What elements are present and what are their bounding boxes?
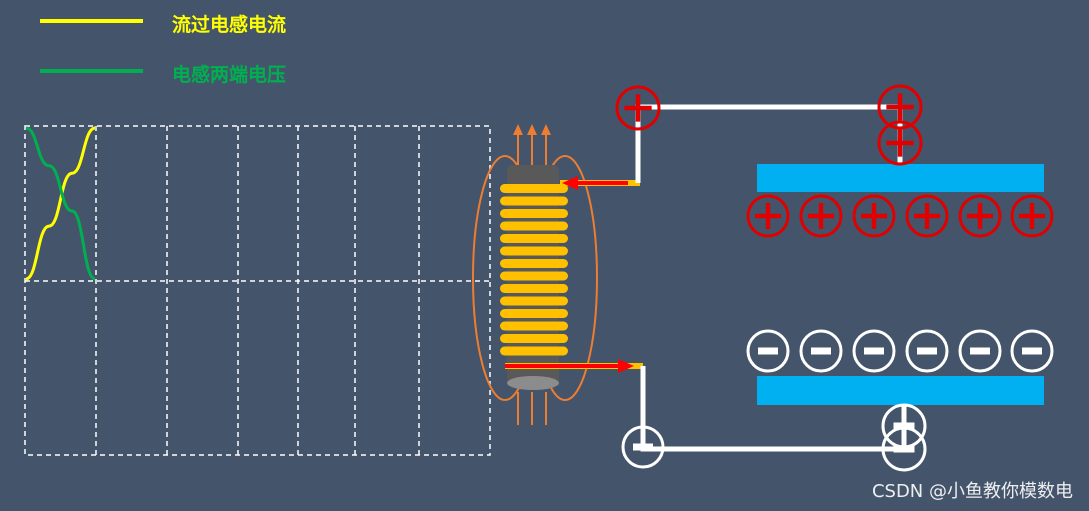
plate-negative-charge: [905, 329, 949, 373]
plate-positive-charge: [746, 194, 790, 238]
watermark: CSDN @小鱼教你模数电: [871, 481, 1073, 502]
capacitor-bottom-plate: [757, 376, 1044, 405]
plate-positive-charge: [1010, 194, 1054, 238]
current-arrow-top: [562, 176, 628, 190]
wire-negative-charge: [881, 426, 927, 472]
plate-negative-charge: [958, 329, 1002, 373]
wire-negative-charge: [621, 425, 665, 469]
coil-turn: [500, 209, 568, 218]
coil-turn: [500, 221, 568, 231]
current-arrow-bottom: [505, 359, 634, 373]
coil-turn: [500, 334, 568, 343]
coil-turn: [500, 309, 568, 318]
plate-negative-charge: [852, 329, 896, 373]
wire-positive-charge: [877, 84, 923, 130]
chart-series-current-line: [25, 126, 96, 281]
legend-voltage-label: 电感两端电压: [172, 64, 287, 86]
wire-positive-charge: [615, 85, 661, 131]
coil-turn: [500, 259, 568, 268]
plate-negative-charge: [799, 329, 843, 373]
coil-turn: [500, 196, 568, 206]
plate-positive-charge: [958, 194, 1002, 238]
coil-turn: [500, 346, 568, 356]
plate-negative-charge: [1010, 329, 1054, 373]
coil-turn: [500, 246, 568, 256]
coil-turn: [500, 284, 568, 293]
field-arrowheads: [513, 124, 551, 135]
coil-turn: [500, 321, 568, 331]
coil-turn: [500, 296, 568, 306]
legend-current-label: 流过电感电流: [172, 14, 287, 36]
plate-positive-charge: [852, 194, 896, 238]
plate-positive-charge: [905, 194, 949, 238]
coil-turn: [500, 234, 568, 243]
coil-turn: [500, 184, 568, 193]
inductor-core-bottom: [507, 376, 559, 390]
wire-positive-charge: [877, 120, 923, 166]
capacitor-top-plate: [757, 164, 1044, 192]
plate-negative-charge: [746, 329, 790, 373]
inductor-coil: [500, 184, 568, 356]
charges-group: [615, 84, 1054, 472]
chart-series-voltage-line: [25, 126, 96, 281]
chart-grid: [24, 125, 491, 456]
plate-positive-charge: [799, 194, 843, 238]
coil-turn: [500, 271, 568, 281]
chart-series-group: [25, 126, 96, 281]
